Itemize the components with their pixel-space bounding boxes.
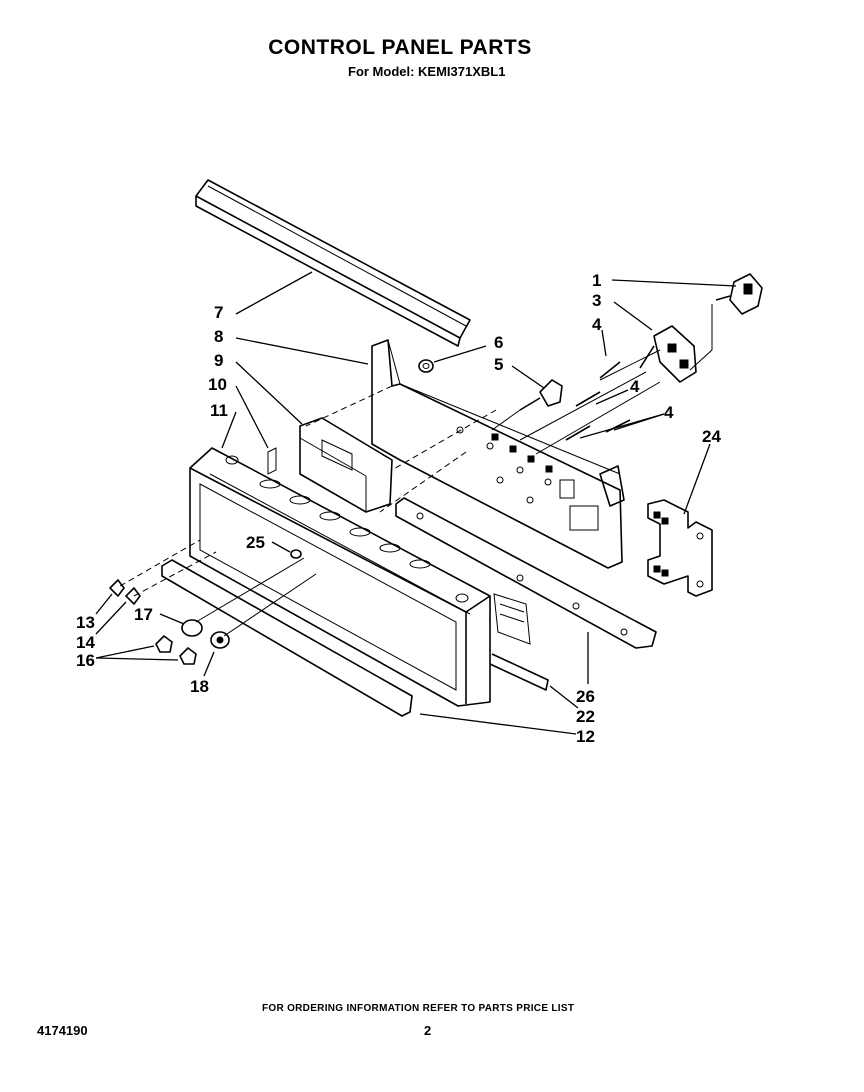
grommet-icon [290,549,302,559]
callout-3: 3 [592,291,601,310]
callout-1: 1 [592,271,601,290]
callout-25: 25 [246,533,265,552]
callout-4: 4 [592,315,602,334]
callout-16: 16 [76,651,95,670]
model-subtitle: For Model: KEMI371XBL1 [348,64,506,79]
callout-12: 12 [576,727,595,746]
window-icon [489,593,549,691]
callout-7: 7 [214,303,223,322]
callout-labels: 1 3 4 4 4 5 6 7 8 9 10 11 24 25 13 17 14… [76,271,721,746]
terminal-icon [491,379,563,431]
callout-18: 18 [190,677,209,696]
callout-17: 17 [134,605,153,624]
callout-13: 13 [76,613,95,632]
callout-9: 9 [214,351,223,370]
page-number: 2 [424,1023,432,1038]
page-title: CONTROL PANEL PARTS [268,36,532,59]
trim-strip-icon [195,179,471,347]
washer-icon [210,631,230,649]
document-number: 4174190 [37,1023,88,1038]
screw-icon [109,579,141,605]
trim-icon [161,559,413,717]
leader-lines [95,271,737,735]
callout-14: 14 [76,633,95,652]
clip-icon [155,635,197,665]
bracket-icon [647,499,713,597]
callout-5: 5 [494,355,503,374]
ordering-note: FOR ORDERING INFORMATION REFER TO PARTS … [262,1003,575,1014]
callout-8: 8 [214,327,223,346]
connector-icon [689,273,763,371]
nut-icon [418,359,434,373]
knob-icon [181,619,203,637]
callout-11: 11 [210,401,228,420]
callout-26: 26 [576,687,595,706]
callout-22: 22 [576,707,595,726]
mounting-bracket-icon [371,339,625,569]
callout-24: 24 [702,427,721,446]
bracket-icon [639,325,697,383]
overlay-icon [267,447,277,475]
assembly-lines [119,349,661,637]
callout-10: 10 [208,375,227,394]
callout-6: 6 [494,333,503,352]
control-board-icon [299,417,393,513]
support-rail-icon [395,497,657,649]
callout-4: 4 [630,377,640,396]
panel-frame-icon [189,447,491,707]
callout-4: 4 [664,403,674,422]
